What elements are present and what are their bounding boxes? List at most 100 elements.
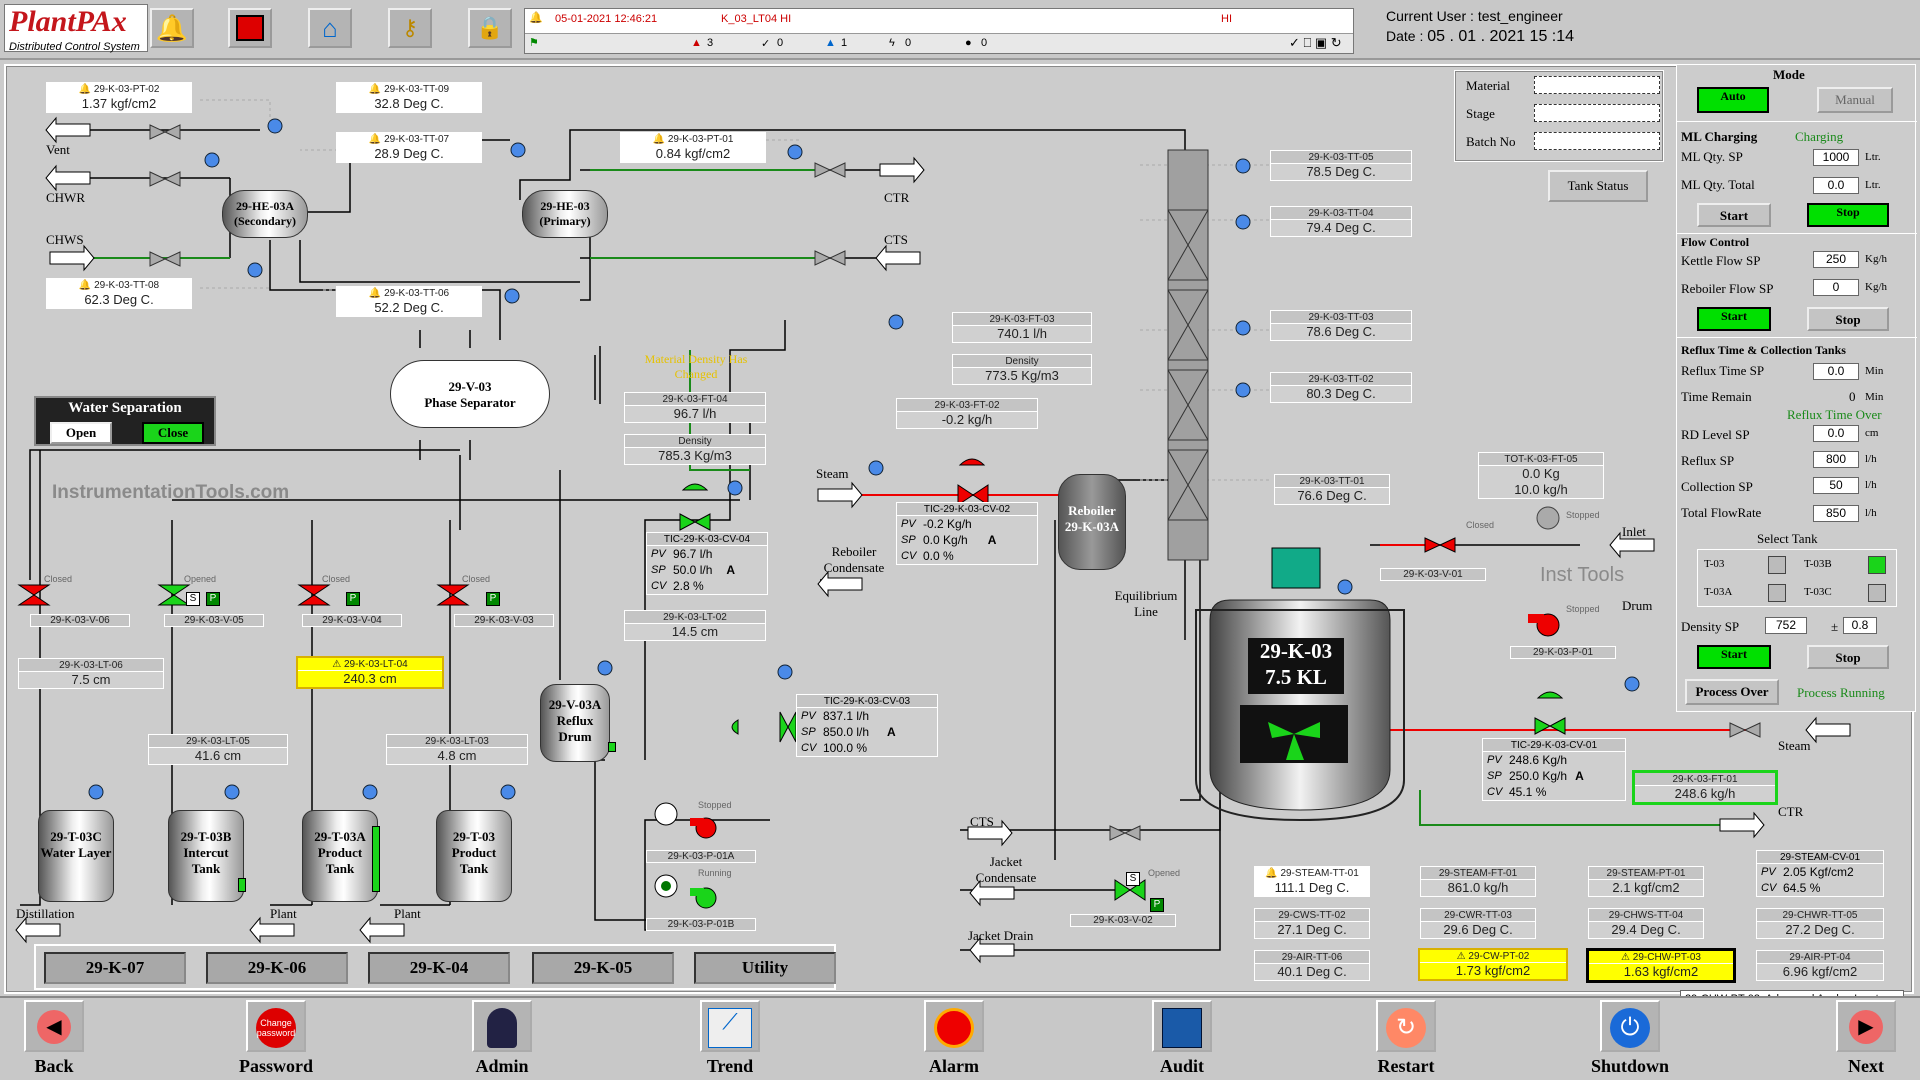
audit-button[interactable]: [1152, 1000, 1212, 1052]
rd-level-sp-input[interactable]: 0.0: [1813, 425, 1859, 442]
flow-start-button[interactable]: Start: [1697, 307, 1771, 331]
flow-stop-button[interactable]: Stop: [1807, 307, 1889, 331]
lock-button[interactable]: 🔒: [468, 8, 512, 48]
valve-v02-label[interactable]: 29-K-03-V-02: [1070, 914, 1176, 927]
water-close-button[interactable]: Close: [142, 422, 204, 444]
kettle-flow-sp-input[interactable]: 250: [1813, 251, 1859, 268]
heat-exchanger-he03a[interactable]: 29-HE-03A (Secondary): [222, 190, 308, 238]
home-button[interactable]: ⌂: [308, 8, 352, 48]
reboiler-k03a[interactable]: Reboiler 29-K-03A: [1058, 474, 1126, 570]
ml-qty-sp-input[interactable]: 1000: [1813, 149, 1859, 166]
alarm-bell-button[interactable]: 🔔: [150, 8, 194, 48]
pump-p01b-label[interactable]: 29-K-03-P-01B: [646, 918, 756, 931]
material-field[interactable]: [1534, 76, 1660, 94]
alarm-button[interactable]: [924, 1000, 984, 1052]
stage-field[interactable]: [1534, 104, 1660, 122]
back-button[interactable]: ◀: [24, 1000, 84, 1052]
mode-manual-button[interactable]: Manual: [1817, 87, 1893, 113]
area-k05-button[interactable]: 29-K-05: [532, 952, 674, 984]
water-open-button[interactable]: Open: [50, 422, 112, 444]
batch-no-field[interactable]: [1534, 132, 1660, 150]
area-k04-button[interactable]: 29-K-04: [368, 952, 510, 984]
density-tolerance-input[interactable]: 0.8: [1843, 617, 1877, 634]
reflux-start-button[interactable]: Start: [1697, 645, 1771, 669]
valve-v06-label[interactable]: 29-K-03-V-06: [30, 614, 130, 627]
area-k06-button[interactable]: 29-K-06: [206, 952, 348, 984]
alarm-banner[interactable]: 🔔 05-01-2021 12:46:21 K_03_LT04 HI HI ⚑ …: [524, 8, 1354, 54]
heat-exchanger-he03[interactable]: 29-HE-03 (Primary): [522, 190, 608, 238]
mode-auto-button[interactable]: Auto: [1697, 87, 1769, 113]
collection-sp-input[interactable]: 50: [1813, 477, 1859, 494]
valve-v04-label[interactable]: 29-K-03-V-04: [302, 614, 402, 627]
pump-p01-label[interactable]: 29-K-03-P-01: [1510, 646, 1616, 659]
trend-button[interactable]: ⟋: [700, 1000, 760, 1052]
reflux-stop-button[interactable]: Stop: [1807, 645, 1889, 669]
tank-t03c-checkbox[interactable]: [1868, 584, 1886, 602]
area-k07-button[interactable]: 29-K-07: [44, 952, 186, 984]
tank-status-button[interactable]: Tank Status: [1548, 170, 1648, 202]
tank-t03a-checkbox[interactable]: [1768, 584, 1786, 602]
reflux-time-sp-input[interactable]: 0.0: [1813, 363, 1859, 380]
alarm-tools-icon[interactable]: ✓ ⎕ ▣ ↻: [1289, 35, 1342, 50]
valve-v01-label[interactable]: 29-K-03-V-01: [1380, 568, 1486, 581]
reflux-sp-input[interactable]: 800: [1813, 451, 1859, 468]
next-button[interactable]: ▶: [1836, 1000, 1896, 1052]
admin-button[interactable]: [472, 1000, 532, 1052]
density-sp-input[interactable]: 752: [1765, 617, 1807, 634]
key-button[interactable]: ⚷: [388, 8, 432, 48]
tank-t03b-checkbox[interactable]: [1868, 556, 1886, 574]
reboiler-flow-sp-input[interactable]: 0: [1813, 279, 1859, 296]
area-utility-button[interactable]: Utility: [694, 952, 836, 984]
tag-ft02[interactable]: 29-K-03-FT-02-0.2 kg/h: [896, 398, 1038, 429]
password-button[interactable]: Change password: [246, 1000, 306, 1052]
process-over-button[interactable]: Process Over: [1685, 679, 1779, 705]
pump-p01a-label[interactable]: 29-K-03-P-01A: [646, 850, 756, 863]
overview-button[interactable]: [228, 8, 272, 48]
ml-stop-button[interactable]: Stop: [1807, 203, 1889, 227]
restart-button[interactable]: ↻: [1376, 1000, 1436, 1052]
valve-v05-label[interactable]: 29-K-03-V-05: [164, 614, 264, 627]
